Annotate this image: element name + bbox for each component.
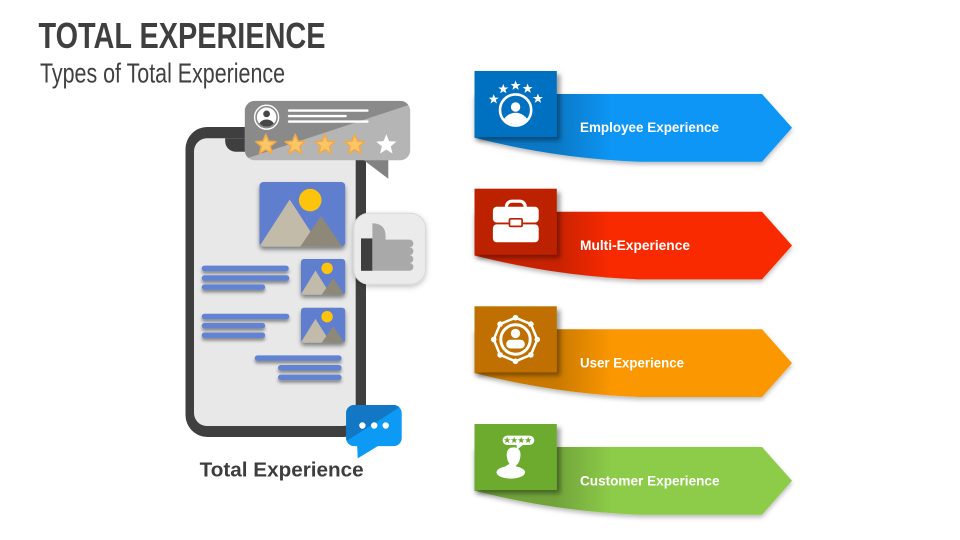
svg-text:Multi-Experience: Multi-Experience — [580, 238, 690, 254]
svg-text:Types of Total Experience: Types of Total Experience — [40, 58, 285, 89]
svg-text:Customer Experience: Customer Experience — [580, 473, 720, 489]
svg-text:User Experience: User Experience — [580, 356, 684, 372]
svg-text:TOTAL EXPERIENCE: TOTAL EXPERIENCE — [39, 15, 326, 56]
svg-text:Employee Experience: Employee Experience — [580, 120, 719, 136]
svg-text:Total Experience: Total Experience — [200, 459, 364, 481]
